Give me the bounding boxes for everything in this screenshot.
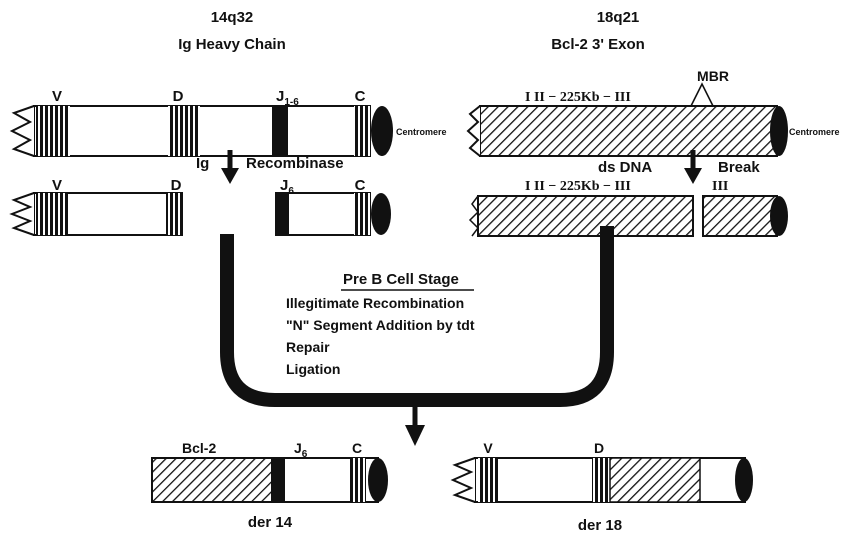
bcl2-locus: 18q21 xyxy=(597,9,640,26)
heavy-chain-locus: 14q32 xyxy=(211,9,254,26)
stage-item: Illegitimate Recombination xyxy=(286,295,464,311)
segment-c-label-2: C xyxy=(355,177,366,194)
segment-d-label-2: D xyxy=(171,177,182,194)
centromere-label-right: Centromere xyxy=(789,127,840,137)
der14-label: der 14 xyxy=(248,514,293,531)
bcl2-right-fragment xyxy=(703,196,788,236)
ig-label: Ig xyxy=(196,155,209,172)
der18-label: der 18 xyxy=(578,517,622,534)
segment-v-label-2: V xyxy=(52,177,62,194)
joining-arrowhead xyxy=(405,425,425,446)
centromere-label-left: Centromere xyxy=(396,127,447,137)
joining-arrow xyxy=(227,226,607,400)
der18-d-label: D xyxy=(594,440,604,456)
segment-j-subscript: 1-6 xyxy=(284,97,299,108)
heavy-chain-right-fragment xyxy=(276,193,391,235)
stage-title: Pre B Cell Stage xyxy=(343,271,459,288)
der18-chromosome xyxy=(453,458,753,502)
heavy-chain-title: Ig Heavy Chain xyxy=(178,36,286,53)
der14-chromosome xyxy=(152,458,388,502)
bcl2-exons-label: I II − 225Kb − III xyxy=(525,90,631,105)
recombinase-label: Recombinase xyxy=(246,155,344,172)
bcl2-left-fragment xyxy=(470,196,693,236)
stage-item: Ligation xyxy=(286,361,340,377)
stage-item: Repair xyxy=(286,339,330,355)
bcl2-exons-label-2: I II − 225Kb − III xyxy=(525,179,631,194)
segment-c-label: C xyxy=(355,88,366,105)
exon-iii-label: III xyxy=(712,179,728,194)
der14-j6-subscript: 6 xyxy=(302,449,308,460)
heavy-chain-germline xyxy=(12,106,393,156)
segment-v-label: V xyxy=(52,88,62,105)
segment-d-label: D xyxy=(173,88,184,105)
heavy-chain-left-fragment xyxy=(12,193,182,235)
mbr-label: MBR xyxy=(697,68,729,84)
der18-v-label: V xyxy=(483,440,493,456)
break-label: Break xyxy=(718,159,760,176)
der14-c-label: C xyxy=(352,440,362,456)
bcl2-title: Bcl-2 3' Exon xyxy=(551,36,645,53)
stage-item: "N" Segment Addition by tdt xyxy=(286,317,475,333)
ds-dna-label: ds DNA xyxy=(598,159,652,176)
segment-j6-subscript: 6 xyxy=(288,186,294,197)
der14-bcl2-label: Bcl-2 xyxy=(182,440,216,456)
